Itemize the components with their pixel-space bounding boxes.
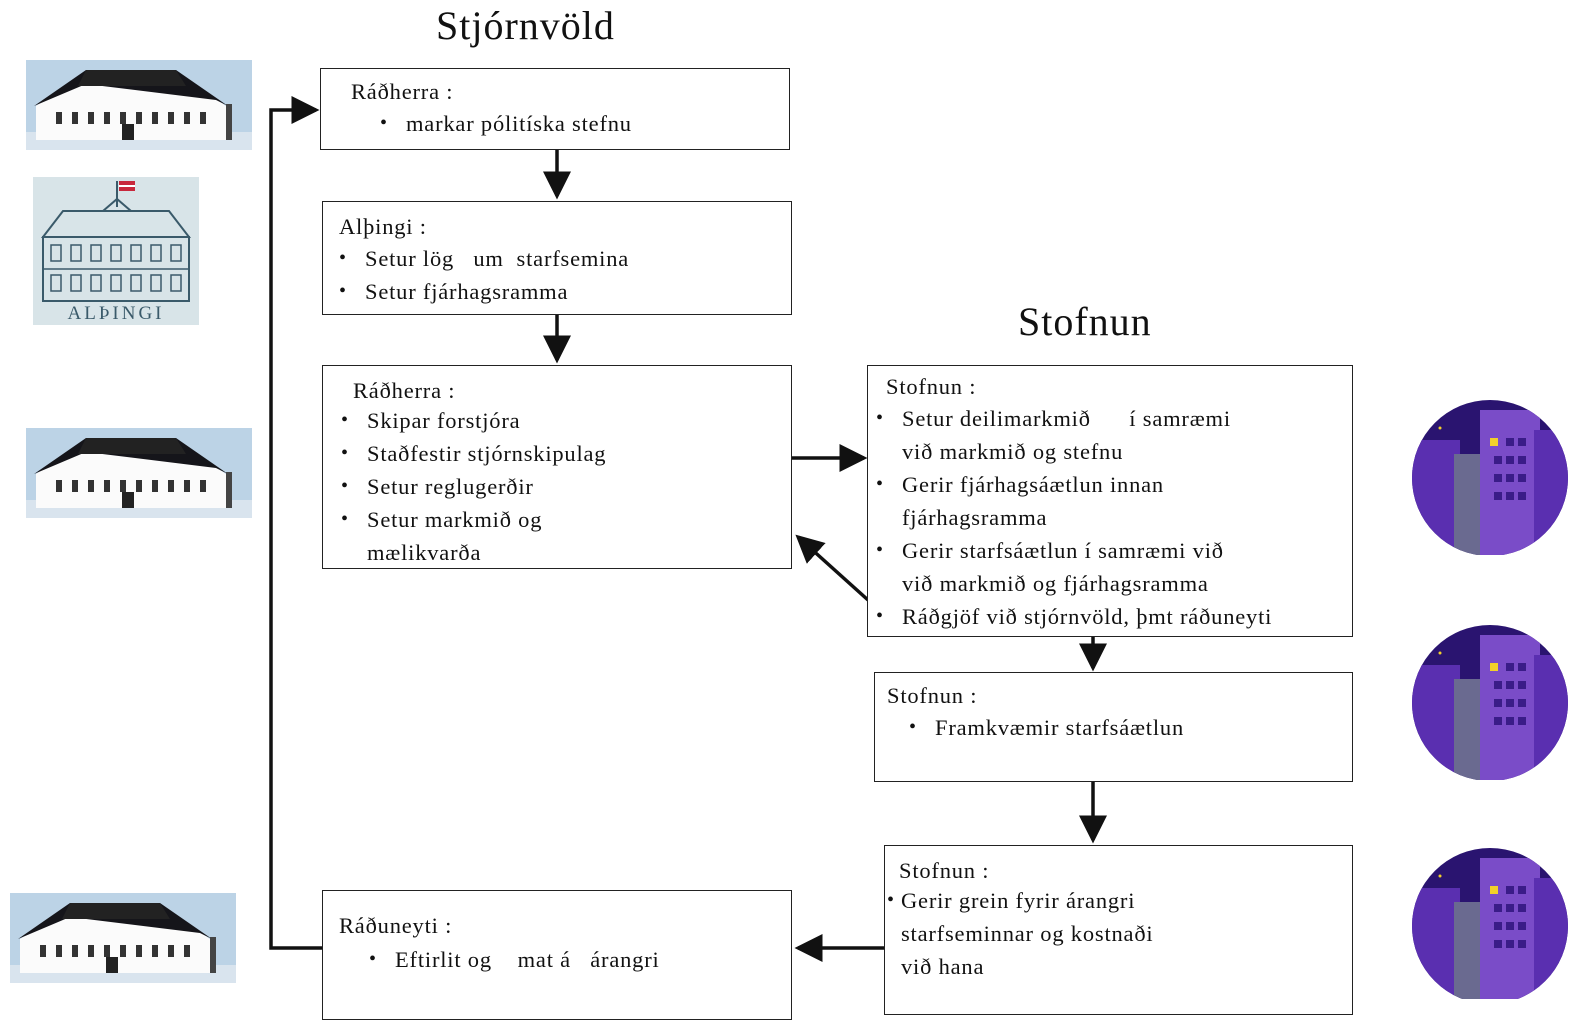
list-item: Setur fjárhagsramma [335, 275, 629, 308]
parliament-logo-text: ALÞINGI [68, 303, 165, 324]
night-city-icon [1410, 848, 1570, 999]
list-item: Setur markmið og mælikvarða [337, 503, 606, 569]
box-title: Stofnun : [899, 858, 990, 883]
box-title: Ráðherra : [351, 79, 454, 104]
list-item: Gerir starfsáætlun í samræmi við við mar… [872, 534, 1272, 600]
list-item: Ráðgjöf við stjórnvöld, þmt ráðuneyti [872, 600, 1272, 633]
list-item: Framkvæmir starfsáætlun [905, 711, 1184, 744]
box-title: Alþingi : [339, 214, 427, 239]
night-city-icon [1410, 625, 1570, 780]
government-heading: Stjórnvöld [436, 3, 615, 48]
bullet-list: Framkvæmir starfsáætlun [905, 711, 1184, 744]
feedback-loop-line [269, 96, 324, 950]
box-title: Ráðuneyti : [339, 913, 453, 938]
box-title: Stofnun : [887, 683, 978, 708]
list-item: Eftirlit og mat á árangri [365, 943, 660, 976]
agency-planning-box: Stofnun : Setur deilimarkmið í samræmi v… [867, 365, 1353, 637]
ministry-review-box: Ráðuneyti : Eftirlit og mat á árangri [322, 890, 792, 1020]
list-item: Staðfestir stjórnskipulag [337, 437, 606, 470]
box-title: Ráðherra : [353, 378, 456, 403]
bullet-list: markar pólitíska stefnu [376, 107, 632, 140]
list-item: Setur reglugerðir [337, 470, 606, 503]
flow-arrows [269, 96, 1107, 962]
government-house-icon [10, 893, 236, 983]
list-item: markar pólitíska stefnu [376, 107, 632, 140]
night-city-icon [1410, 400, 1570, 555]
government-house-icon [26, 60, 252, 150]
minister-actions-box: Ráðherra : Skipar forstjóra Staðfestir s… [322, 365, 792, 569]
bullet-list: Setur deilimarkmið í samræmi við markmið… [872, 402, 1272, 633]
parliament-building-icon: ALÞINGI [33, 177, 199, 325]
parliament-box: Alþingi : Setur lög um starfsemina Setur… [322, 201, 792, 315]
list-item: Gerir fjárhagsáætlun innan fjárhagsramma [872, 468, 1272, 534]
bullet-list: Gerir grein fyrir árangri starfseminnar … [883, 884, 1153, 983]
list-item: Gerir grein fyrir árangri starfseminnar … [883, 884, 1153, 983]
bullet-list: Skipar forstjóra Staðfestir stjórnskipul… [337, 404, 606, 569]
minister-policy-box: Ráðherra : markar pólitíska stefnu [320, 68, 790, 150]
box-title: Stofnun : [886, 374, 977, 399]
agency-heading: Stofnun [1018, 299, 1152, 344]
list-item: Skipar forstjóra [337, 404, 606, 437]
list-item: Setur deilimarkmið í samræmi við markmið… [872, 402, 1272, 468]
bullet-list: Eftirlit og mat á árangri [365, 943, 660, 976]
list-item: Setur lög um starfsemina [335, 242, 629, 275]
arrow-agency-advice-to-minister [795, 534, 870, 602]
agency-reporting-box: Stofnun : Gerir grein fyrir árangri star… [884, 845, 1353, 1015]
agency-execution-box: Stofnun : Framkvæmir starfsáætlun [874, 672, 1353, 782]
bullet-list: Setur lög um starfsemina Setur fjárhagsr… [335, 242, 629, 308]
government-house-icon [26, 428, 252, 518]
